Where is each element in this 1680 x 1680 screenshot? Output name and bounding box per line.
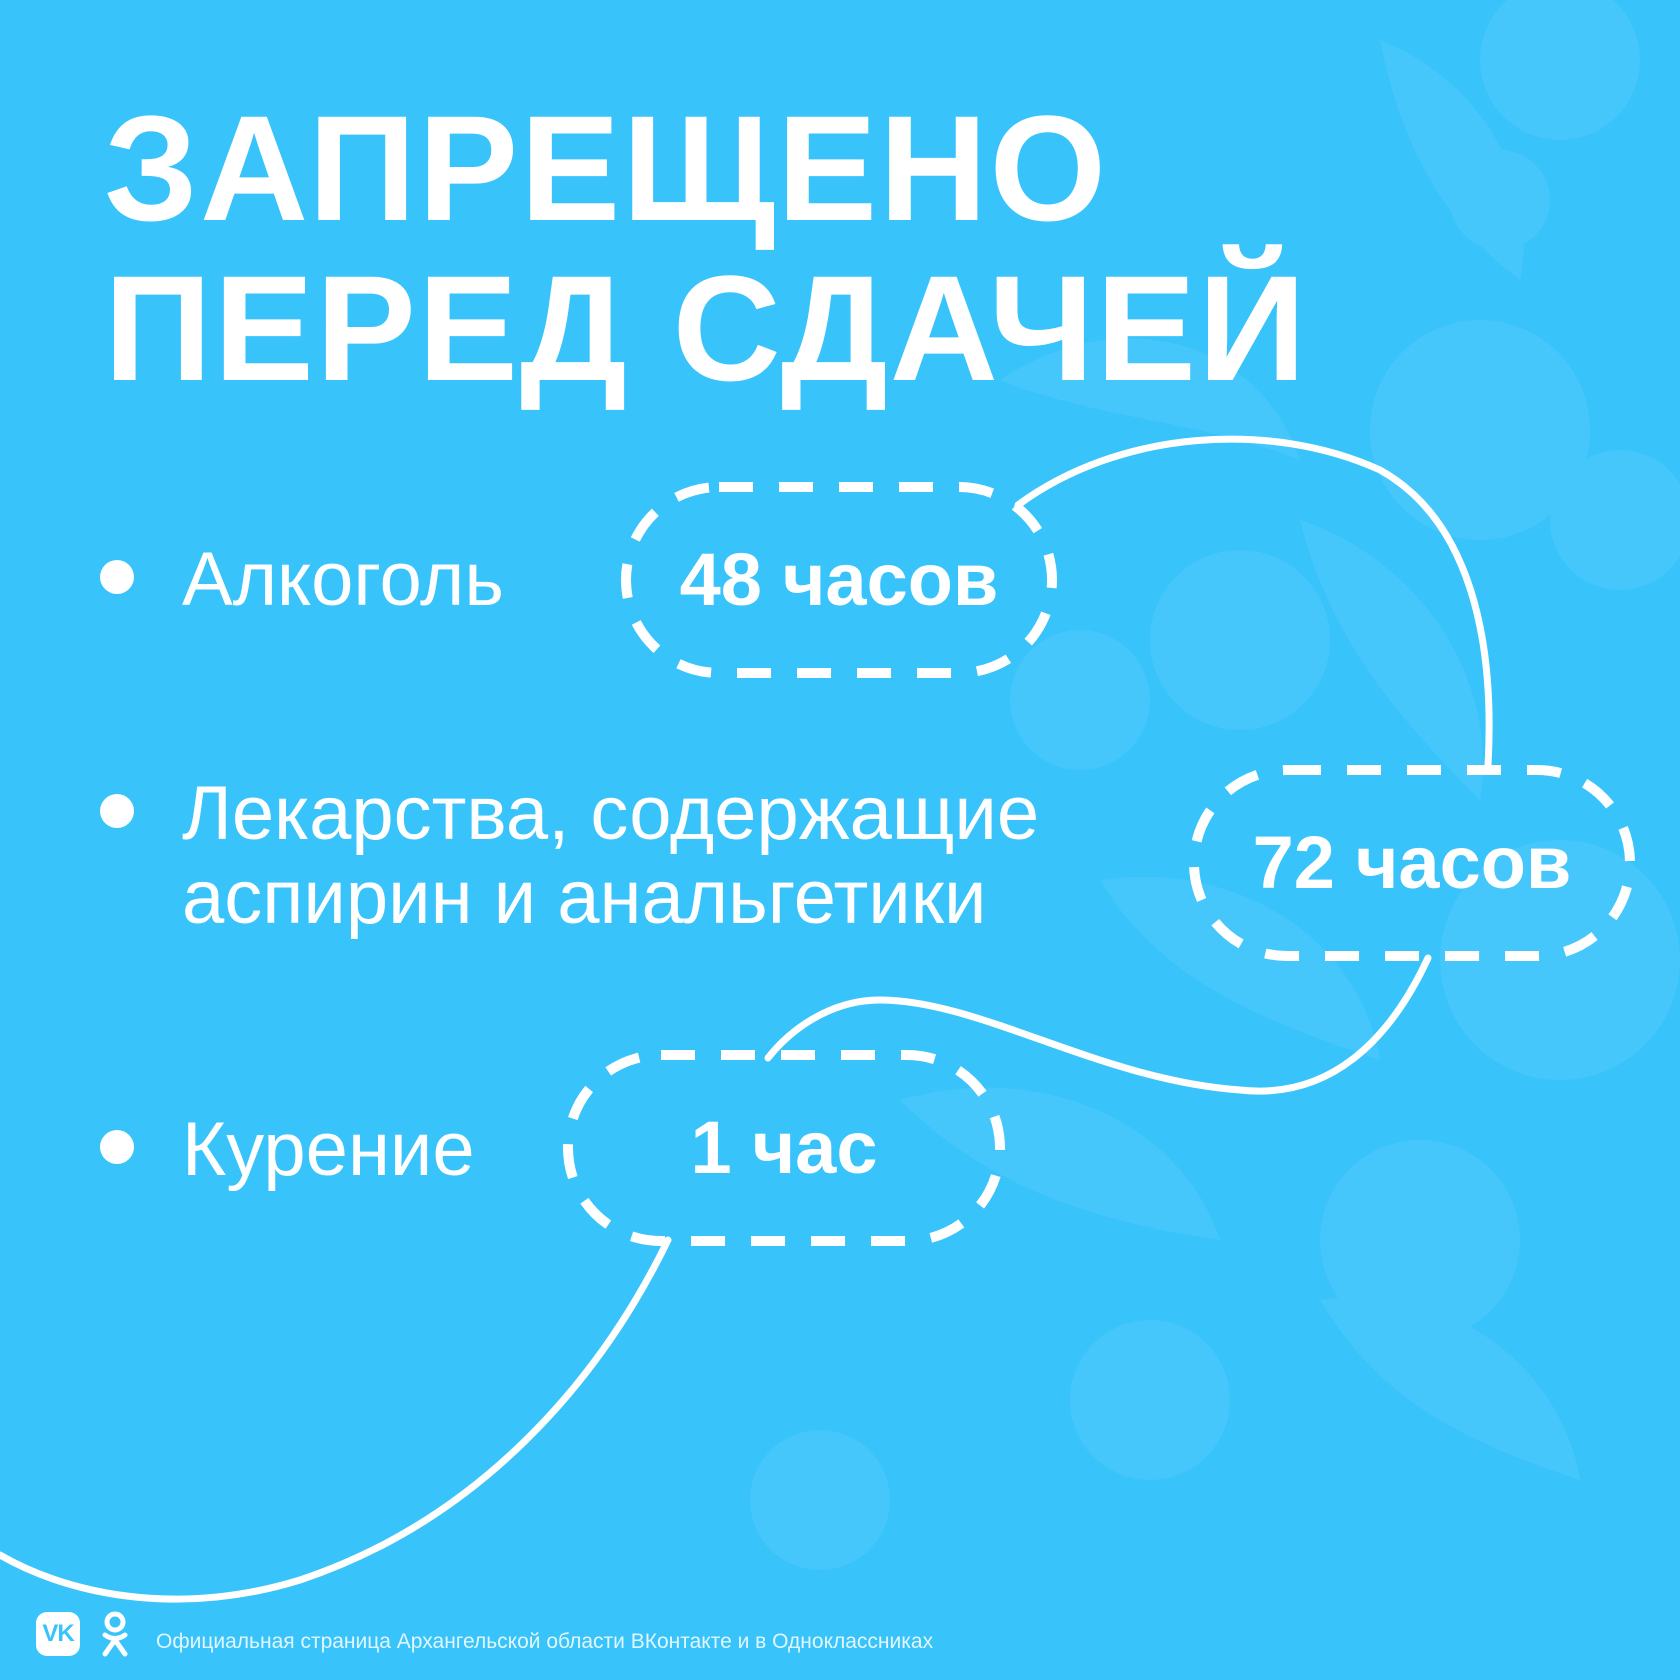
duration-badge-smoking: 1 час bbox=[690, 1106, 878, 1189]
footer-caption: Официальная страница Архангельской облас… bbox=[156, 1630, 934, 1653]
bullet-icon bbox=[100, 560, 134, 594]
footer: VK Официальная страница Архангельской об… bbox=[36, 1608, 933, 1660]
odnoklassniki-icon[interactable] bbox=[100, 1611, 130, 1657]
duration-badge-medicine: 72 часов bbox=[1252, 821, 1572, 904]
item-label-alcohol: Алкоголь bbox=[182, 537, 504, 622]
title-line-2: ПЕРЕД СДАЧЕЙ bbox=[104, 244, 1308, 412]
item-label-medicine: Лекарства, содержащие аспирин и анальгет… bbox=[182, 771, 1040, 940]
title-line-1: ЗАПРЕЩЕНО bbox=[104, 84, 1109, 252]
curve-48-to-72 bbox=[1014, 435, 1493, 769]
badge-72-border bbox=[1189, 765, 1635, 961]
item-label-smoking: Курение bbox=[182, 1107, 475, 1192]
bullet-icon bbox=[100, 794, 134, 828]
bullet-icon bbox=[100, 1130, 134, 1164]
badge-48-border bbox=[621, 482, 1057, 678]
curve-1-to-edge bbox=[0, 1236, 672, 1603]
curve-72-to-1 bbox=[764, 954, 1432, 1095]
vk-icon[interactable]: VK bbox=[36, 1612, 80, 1656]
page-title: ЗАПРЕЩЕНО ПЕРЕД СДАЧЕЙ bbox=[104, 88, 1308, 408]
badge-1-border bbox=[563, 1050, 1005, 1246]
duration-badge-alcohol: 48 часов bbox=[679, 538, 999, 621]
